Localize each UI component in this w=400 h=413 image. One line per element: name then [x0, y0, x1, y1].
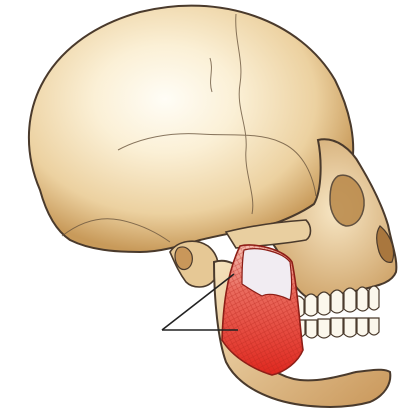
mastoid	[175, 247, 192, 270]
lower-teeth	[294, 318, 379, 338]
